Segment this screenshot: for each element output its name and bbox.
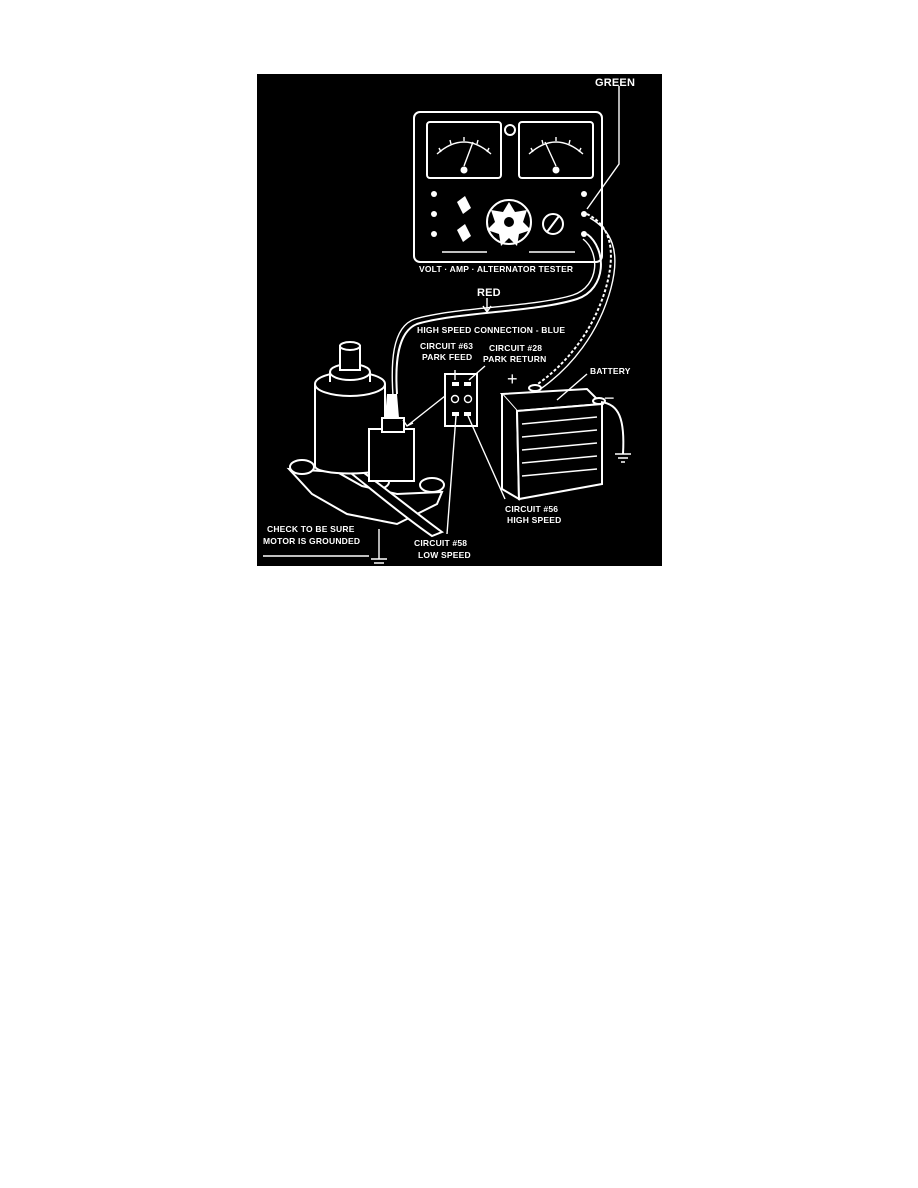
circuit-58-label: CIRCUIT #58 [414,538,467,548]
low-speed-label: LOW SPEED [418,550,471,560]
plus-sign: + [507,369,518,389]
tester-label: VOLT · AMP · ALTERNATOR TESTER [419,264,573,274]
connector-pinout [402,365,506,535]
wiper-motor [286,341,445,538]
park-feed-label: PARK FEED [422,352,472,362]
check-label-line1: CHECK TO BE SURE [267,524,355,534]
volt-amp-alternator-tester [413,111,603,263]
test-leads [391,86,620,397]
tester-controls [431,191,587,253]
circuit-28-label: CIRCUIT #28 [489,343,542,353]
green-label: GREEN [595,77,635,89]
red-label: RED [477,287,501,299]
diagram-svg: GREEN RED VOLT · AMP · ALTERNATOR TESTER… [263,77,635,564]
circuit-56-label: CIRCUIT #56 [505,504,558,514]
high-speed-label: HIGH SPEED [507,515,561,525]
volt-meter [426,121,502,179]
battery-label: BATTERY [590,366,631,376]
park-return-label: PARK RETURN [483,354,546,364]
high-speed-connection-label: HIGH SPEED CONNECTION - BLUE [417,325,565,335]
circuit-63-label: CIRCUIT #63 [420,341,473,351]
motor-ground [263,529,387,564]
amp-meter [518,121,594,179]
check-label-line2: MOTOR IS GROUNDED [263,536,360,546]
wiper-motor-test-diagram: GREEN RED VOLT · AMP · ALTERNATOR TESTER… [257,74,662,566]
battery [499,373,631,501]
minus-sign: − [604,388,615,408]
